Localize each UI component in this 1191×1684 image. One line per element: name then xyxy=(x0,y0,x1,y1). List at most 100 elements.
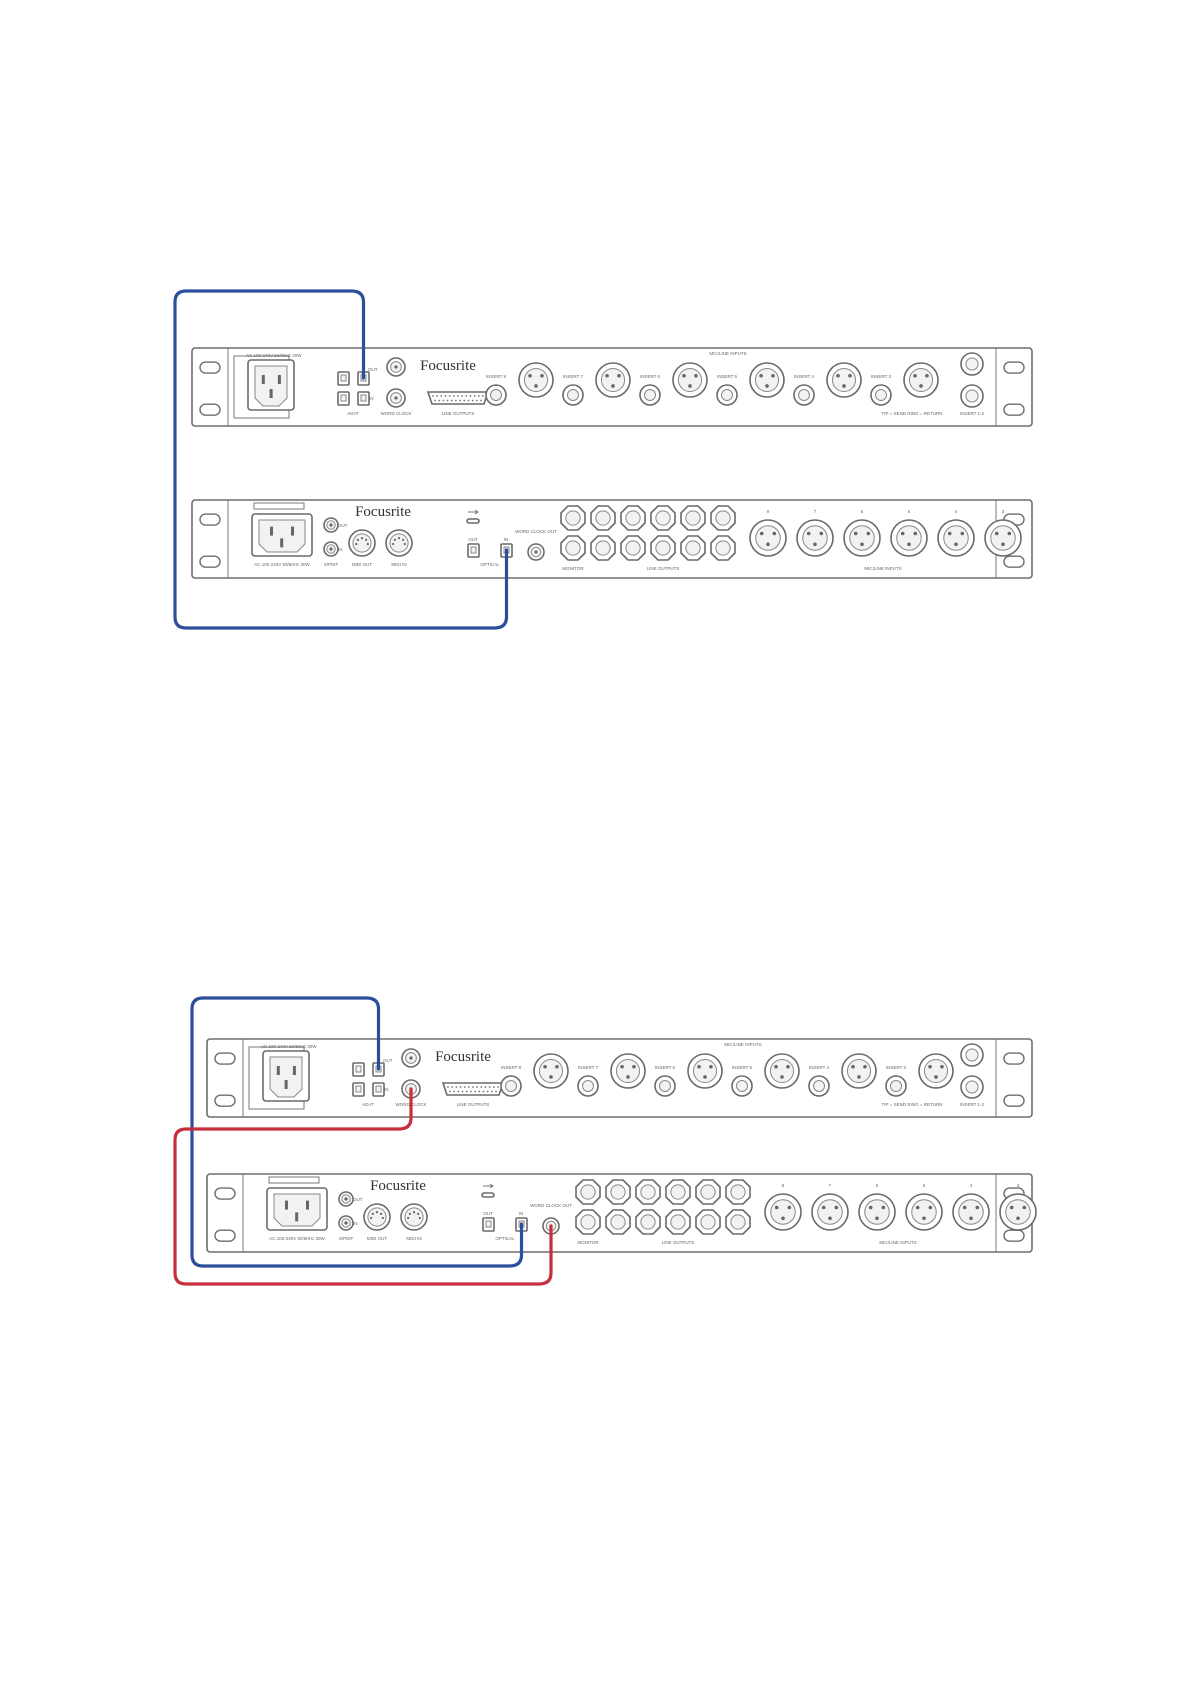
input-number-label: 3 xyxy=(1017,1183,1020,1188)
line-outputs-label: LINE OUTPUTS xyxy=(647,566,680,571)
rack-screw-slot xyxy=(1003,361,1025,374)
quarter-inch-socket xyxy=(965,1048,979,1062)
dsub-pin xyxy=(473,395,476,397)
insert-label: INSERT 7 xyxy=(578,1065,599,1070)
din-pin xyxy=(408,1212,411,1215)
spdif-out-rca-pin xyxy=(344,1197,348,1201)
adat-port-lower-left-port xyxy=(355,1085,362,1093)
xlr-pin xyxy=(534,384,538,388)
xlr-pin xyxy=(928,1205,933,1210)
line-output-socket xyxy=(670,1184,686,1200)
xlr-pin xyxy=(875,1216,879,1221)
rack-screw-slot xyxy=(214,1052,236,1065)
iec-pin xyxy=(261,375,265,384)
combo-xlr-socket xyxy=(849,525,875,551)
dsub-pin xyxy=(480,399,482,402)
dsub-pin xyxy=(480,1086,483,1088)
xlr-pin xyxy=(709,1064,713,1069)
combo-xlr-socket xyxy=(831,367,857,393)
line-output-socket xyxy=(655,510,671,526)
adat-port-lower-left-port xyxy=(340,394,347,402)
xlr-pin xyxy=(853,531,858,536)
combo-xlr-socket xyxy=(677,367,703,393)
optical-port-out-port xyxy=(470,546,477,554)
din-pin xyxy=(375,1211,379,1214)
dsub-pin xyxy=(472,1086,474,1088)
dsub-pin xyxy=(467,1086,470,1088)
xlr-pin xyxy=(1009,1205,1014,1210)
xlr-pin xyxy=(915,1205,920,1210)
xlr-pin xyxy=(543,1064,547,1069)
combo-xlr-socket xyxy=(755,525,781,551)
optical-in-label: IN xyxy=(504,537,509,542)
dsub-pin xyxy=(467,399,470,402)
quarter-inch-socket xyxy=(813,1080,825,1092)
line-output-socket xyxy=(580,1214,596,1230)
midi-in-din-socket xyxy=(389,533,409,553)
xlr-pin xyxy=(605,373,609,378)
dsub-pin xyxy=(455,399,457,402)
iec-pin xyxy=(292,1066,296,1075)
quarter-inch-socket xyxy=(965,357,979,371)
adat-label: ADAT xyxy=(362,1102,374,1107)
line-output-socket xyxy=(670,1214,686,1230)
dsub-pin xyxy=(457,395,459,397)
dsub-pin xyxy=(447,1086,449,1088)
combo-xlr-socket xyxy=(1005,1199,1031,1225)
word-clock-out-bnc-pin xyxy=(534,550,538,554)
monitor-label: MONITOR xyxy=(577,1240,599,1245)
input-number-label: 7 xyxy=(814,509,817,514)
usb-icon xyxy=(468,509,479,515)
adat-port-in-port xyxy=(360,394,367,402)
iec-pin xyxy=(269,389,273,398)
xlr-pin xyxy=(868,1205,873,1210)
xlr-pin xyxy=(828,1216,832,1221)
usb-icon xyxy=(483,1183,494,1189)
line-output-socket xyxy=(640,1184,656,1200)
quarter-inch-socket xyxy=(582,1080,594,1092)
dsub-pin xyxy=(470,1090,472,1093)
dsub-pin xyxy=(492,1086,495,1088)
xlr-pin xyxy=(919,384,923,388)
rack-screw-slot xyxy=(214,1094,236,1107)
dsub-pin xyxy=(461,395,464,397)
xlr-pin xyxy=(857,1075,861,1079)
usb-c-port xyxy=(466,518,480,524)
dsub-pin xyxy=(495,1090,497,1093)
quarter-inch-socket xyxy=(890,1080,902,1092)
spdif-in-label: IN xyxy=(353,1221,358,1226)
dsub-pin xyxy=(440,395,443,397)
line-output-socket xyxy=(565,540,581,556)
din-pin xyxy=(418,1216,421,1220)
iec-pin xyxy=(306,1200,309,1210)
xlr-pin xyxy=(555,1064,559,1069)
xlr-pin xyxy=(611,384,615,388)
iec-pin xyxy=(284,1080,288,1089)
combo-xlr-socket xyxy=(958,1199,984,1225)
iec-pin xyxy=(285,1200,288,1210)
quarter-inch-socket xyxy=(736,1080,748,1092)
line-output-socket xyxy=(715,540,731,556)
spdif-in-rca-pin xyxy=(344,1221,348,1225)
xlr-pin xyxy=(806,531,811,536)
midi-in-label: MIDI IN xyxy=(391,562,406,567)
word-clock-in-bnc-pin xyxy=(394,396,398,400)
spdif-out-label: OUT xyxy=(338,523,348,528)
rack-screw-slot xyxy=(199,403,221,416)
line-output-socket xyxy=(730,1184,746,1200)
dsub-pin xyxy=(476,1086,479,1088)
input-number-label: 5 xyxy=(923,1183,926,1188)
insert-label: INSERT 4 xyxy=(794,374,815,379)
insert-label: INSERT 4 xyxy=(809,1065,830,1070)
xlr-pin xyxy=(626,1075,630,1079)
din-pin xyxy=(381,1216,384,1220)
quarter-inch-socket xyxy=(721,389,733,401)
dsub-pin xyxy=(451,1086,454,1088)
rack-screw-slot xyxy=(1003,1052,1025,1065)
xlr-pin xyxy=(860,542,864,547)
din-pin xyxy=(366,542,369,546)
xlr-pin xyxy=(821,1205,826,1210)
quarter-inch-socket xyxy=(567,389,579,401)
xlr-pin xyxy=(540,373,544,378)
